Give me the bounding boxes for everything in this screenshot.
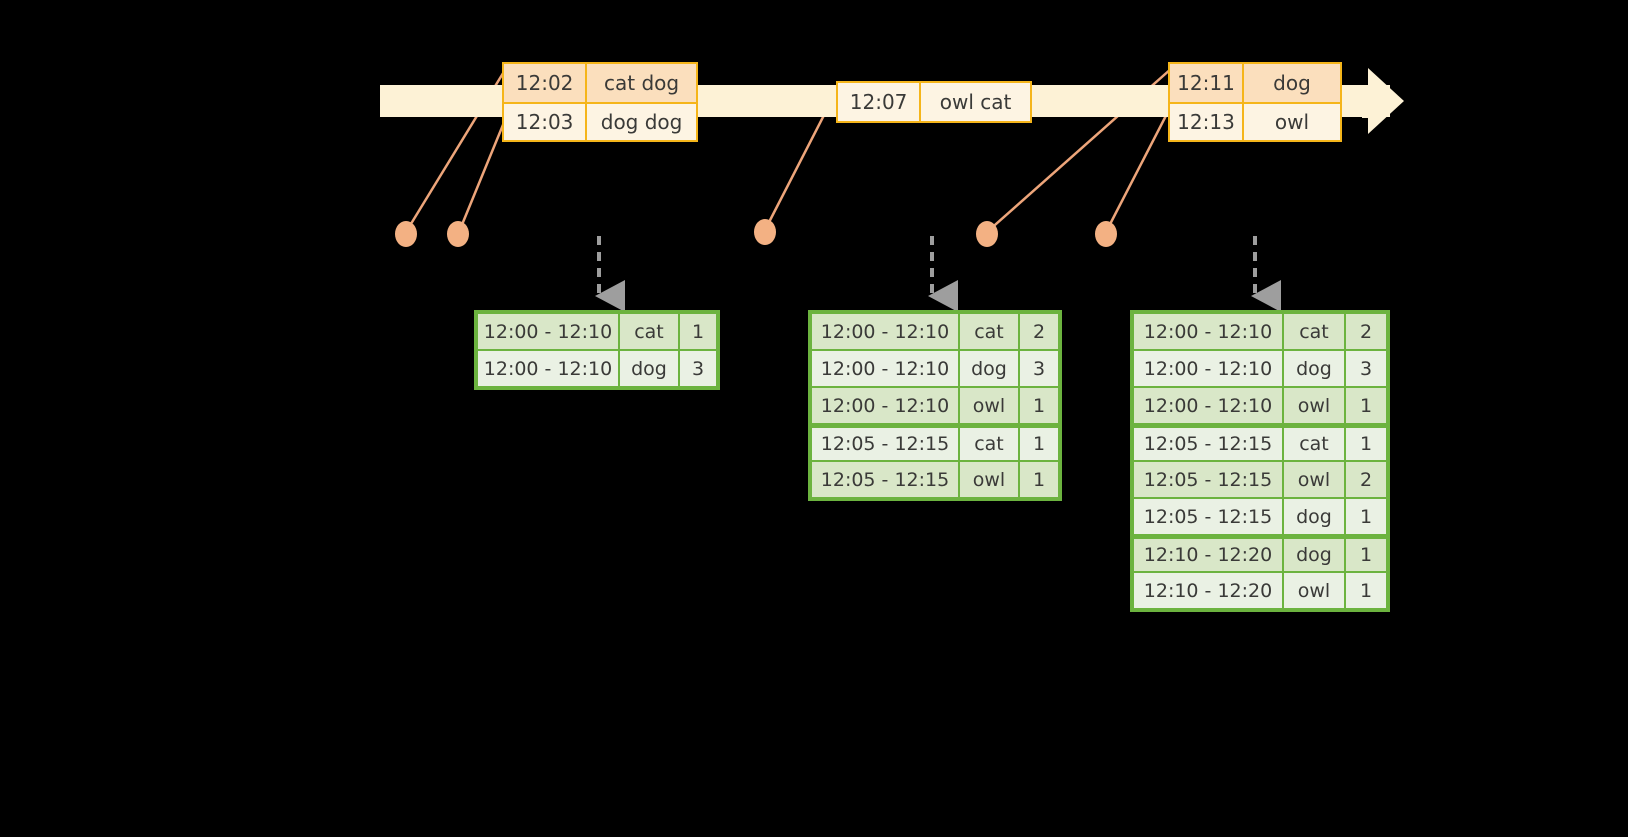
window-cell: 12:00 - 12:10 bbox=[812, 314, 958, 349]
leader-line-2 bbox=[457, 119, 507, 233]
key-cell: cat bbox=[620, 314, 678, 349]
key-cell: dog bbox=[1284, 499, 1344, 534]
event-words: owl bbox=[1244, 104, 1340, 140]
count-cell: 1 bbox=[680, 314, 716, 349]
key-cell: cat bbox=[960, 428, 1018, 460]
count-cell: 3 bbox=[680, 351, 716, 386]
window-cell: 12:00 - 12:10 bbox=[478, 314, 618, 349]
window-cell: 12:00 - 12:10 bbox=[1134, 351, 1282, 386]
key-cell: owl bbox=[960, 462, 1018, 497]
event-time: 12:11 bbox=[1170, 64, 1244, 102]
key-cell: owl bbox=[1284, 573, 1344, 608]
event-time: 12:02 bbox=[504, 64, 588, 102]
key-cell: owl bbox=[1284, 462, 1344, 497]
window-cell: 12:05 - 12:15 bbox=[812, 462, 958, 497]
event-row: 12:02 cat dog bbox=[504, 64, 696, 102]
event-time: 12:03 bbox=[504, 104, 588, 140]
key-cell: owl bbox=[1284, 388, 1344, 423]
count-cell: 1 bbox=[1020, 462, 1058, 497]
key-cell: cat bbox=[1284, 428, 1344, 460]
count-cell: 3 bbox=[1346, 351, 1386, 386]
event-dot-5 bbox=[1095, 221, 1117, 247]
event-box-2[interactable]: 12:07 owl cat bbox=[836, 81, 1032, 123]
event-time: 12:07 bbox=[838, 83, 922, 121]
event-words: dog bbox=[1244, 64, 1340, 102]
window-cell: 12:05 - 12:15 bbox=[1134, 462, 1282, 497]
event-box-3[interactable]: 12:11 dog 12:13 owl bbox=[1168, 62, 1342, 142]
event-dot-2 bbox=[447, 221, 469, 247]
window-cell: 12:05 - 12:15 bbox=[812, 428, 958, 460]
key-cell: dog bbox=[620, 351, 678, 386]
window-cell: 12:00 - 12:10 bbox=[812, 388, 958, 423]
window-cell: 12:00 - 12:10 bbox=[1134, 388, 1282, 423]
window-cell: 12:05 - 12:15 bbox=[1134, 428, 1282, 460]
event-words: owl cat bbox=[921, 83, 1030, 121]
count-cell: 2 bbox=[1346, 314, 1386, 349]
count-cell: 3 bbox=[1020, 351, 1058, 386]
key-cell: cat bbox=[960, 314, 1018, 349]
window-cell: 12:00 - 12:10 bbox=[478, 351, 618, 386]
window-cell: 12:10 - 12:20 bbox=[1134, 539, 1282, 571]
event-words: cat dog bbox=[587, 64, 696, 102]
count-cell: 1 bbox=[1346, 388, 1386, 423]
event-box-1[interactable]: 12:02 cat dog 12:03 dog dog bbox=[502, 62, 698, 142]
event-time: 12:13 bbox=[1170, 104, 1244, 140]
key-cell: cat bbox=[1284, 314, 1344, 349]
event-dot-4 bbox=[976, 221, 998, 247]
key-cell: owl bbox=[960, 388, 1018, 423]
window-cell: 12:05 - 12:15 bbox=[1134, 499, 1282, 534]
count-cell: 1 bbox=[1020, 388, 1058, 423]
key-cell: dog bbox=[1284, 539, 1344, 571]
key-cell: dog bbox=[960, 351, 1018, 386]
event-dot-3 bbox=[754, 219, 776, 245]
event-row: 12:11 dog bbox=[1170, 64, 1340, 102]
event-dot-1 bbox=[395, 221, 417, 247]
event-row: 12:13 owl bbox=[1170, 102, 1340, 140]
event-row: 12:03 dog dog bbox=[504, 102, 696, 140]
event-words: dog dog bbox=[587, 104, 696, 140]
leader-line-5 bbox=[1104, 103, 1174, 233]
count-cell: 1 bbox=[1020, 428, 1058, 460]
window-cell: 12:10 - 12:20 bbox=[1134, 573, 1282, 608]
count-cell: 1 bbox=[1346, 499, 1386, 534]
count-cell: 2 bbox=[1020, 314, 1058, 349]
window-cell: 12:00 - 12:10 bbox=[812, 351, 958, 386]
count-cell: 2 bbox=[1346, 462, 1386, 497]
key-cell: dog bbox=[1284, 351, 1344, 386]
count-cell: 1 bbox=[1346, 539, 1386, 571]
event-row: 12:07 owl cat bbox=[838, 83, 1030, 121]
count-cell: 1 bbox=[1346, 573, 1386, 608]
count-cell: 1 bbox=[1346, 428, 1386, 460]
window-cell: 12:00 - 12:10 bbox=[1134, 314, 1282, 349]
